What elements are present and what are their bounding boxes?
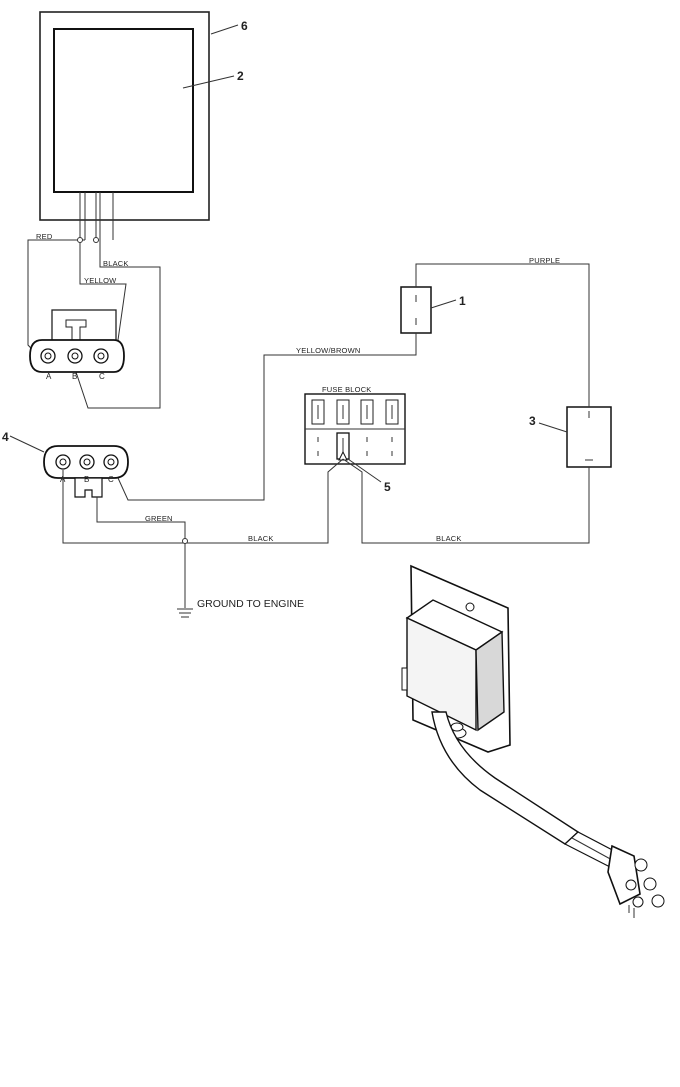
fuse-block-label: FUSE BLOCK bbox=[322, 385, 372, 394]
wire-label-yellow-brown: YELLOW/BROWN bbox=[296, 346, 361, 355]
callout-5: 5 bbox=[384, 480, 391, 494]
pin-b-top: B bbox=[72, 372, 77, 381]
relay-1: 1 bbox=[400, 286, 466, 334]
wire-label-black-top: BLACK bbox=[103, 259, 129, 268]
callout-2: 2 bbox=[237, 69, 244, 83]
wire-label-red: RED bbox=[36, 232, 53, 241]
ground-label: GROUND TO ENGINE bbox=[197, 598, 304, 610]
wire-label-green: GREEN bbox=[145, 514, 173, 523]
fuse-block: FUSE BLOCK 5 bbox=[304, 385, 406, 494]
pin-c-top: C bbox=[99, 372, 105, 381]
pin-c-bottom: C bbox=[108, 475, 114, 484]
callout-4: 4 bbox=[2, 430, 9, 444]
top-connector: A B C bbox=[29, 309, 125, 381]
callout-3: 3 bbox=[529, 414, 536, 428]
panel-display bbox=[53, 28, 194, 193]
fuse-slots bbox=[311, 399, 399, 460]
relay-3: 3 bbox=[529, 406, 612, 468]
ground-wires: GREEN BLACK BLACK GROUND TO ENGINE bbox=[62, 458, 590, 618]
wire-label-black-right: BLACK bbox=[436, 534, 462, 543]
pin-b-bottom: B bbox=[84, 475, 89, 484]
wire-label-purple: PURPLE bbox=[529, 256, 560, 265]
module-illustration bbox=[401, 564, 665, 918]
wire-label-yellow: YELLOW bbox=[84, 276, 117, 285]
callout-1: 1 bbox=[459, 294, 466, 308]
power-wires: PURPLE YELLOW/BROWN bbox=[117, 256, 590, 501]
bottom-connector: A B C 4 bbox=[2, 430, 129, 498]
pin-a-top: A bbox=[46, 372, 52, 381]
wire-label-black-left: BLACK bbox=[248, 534, 274, 543]
panel-housing: 6 2 bbox=[39, 11, 248, 221]
callout-6: 6 bbox=[241, 19, 248, 33]
